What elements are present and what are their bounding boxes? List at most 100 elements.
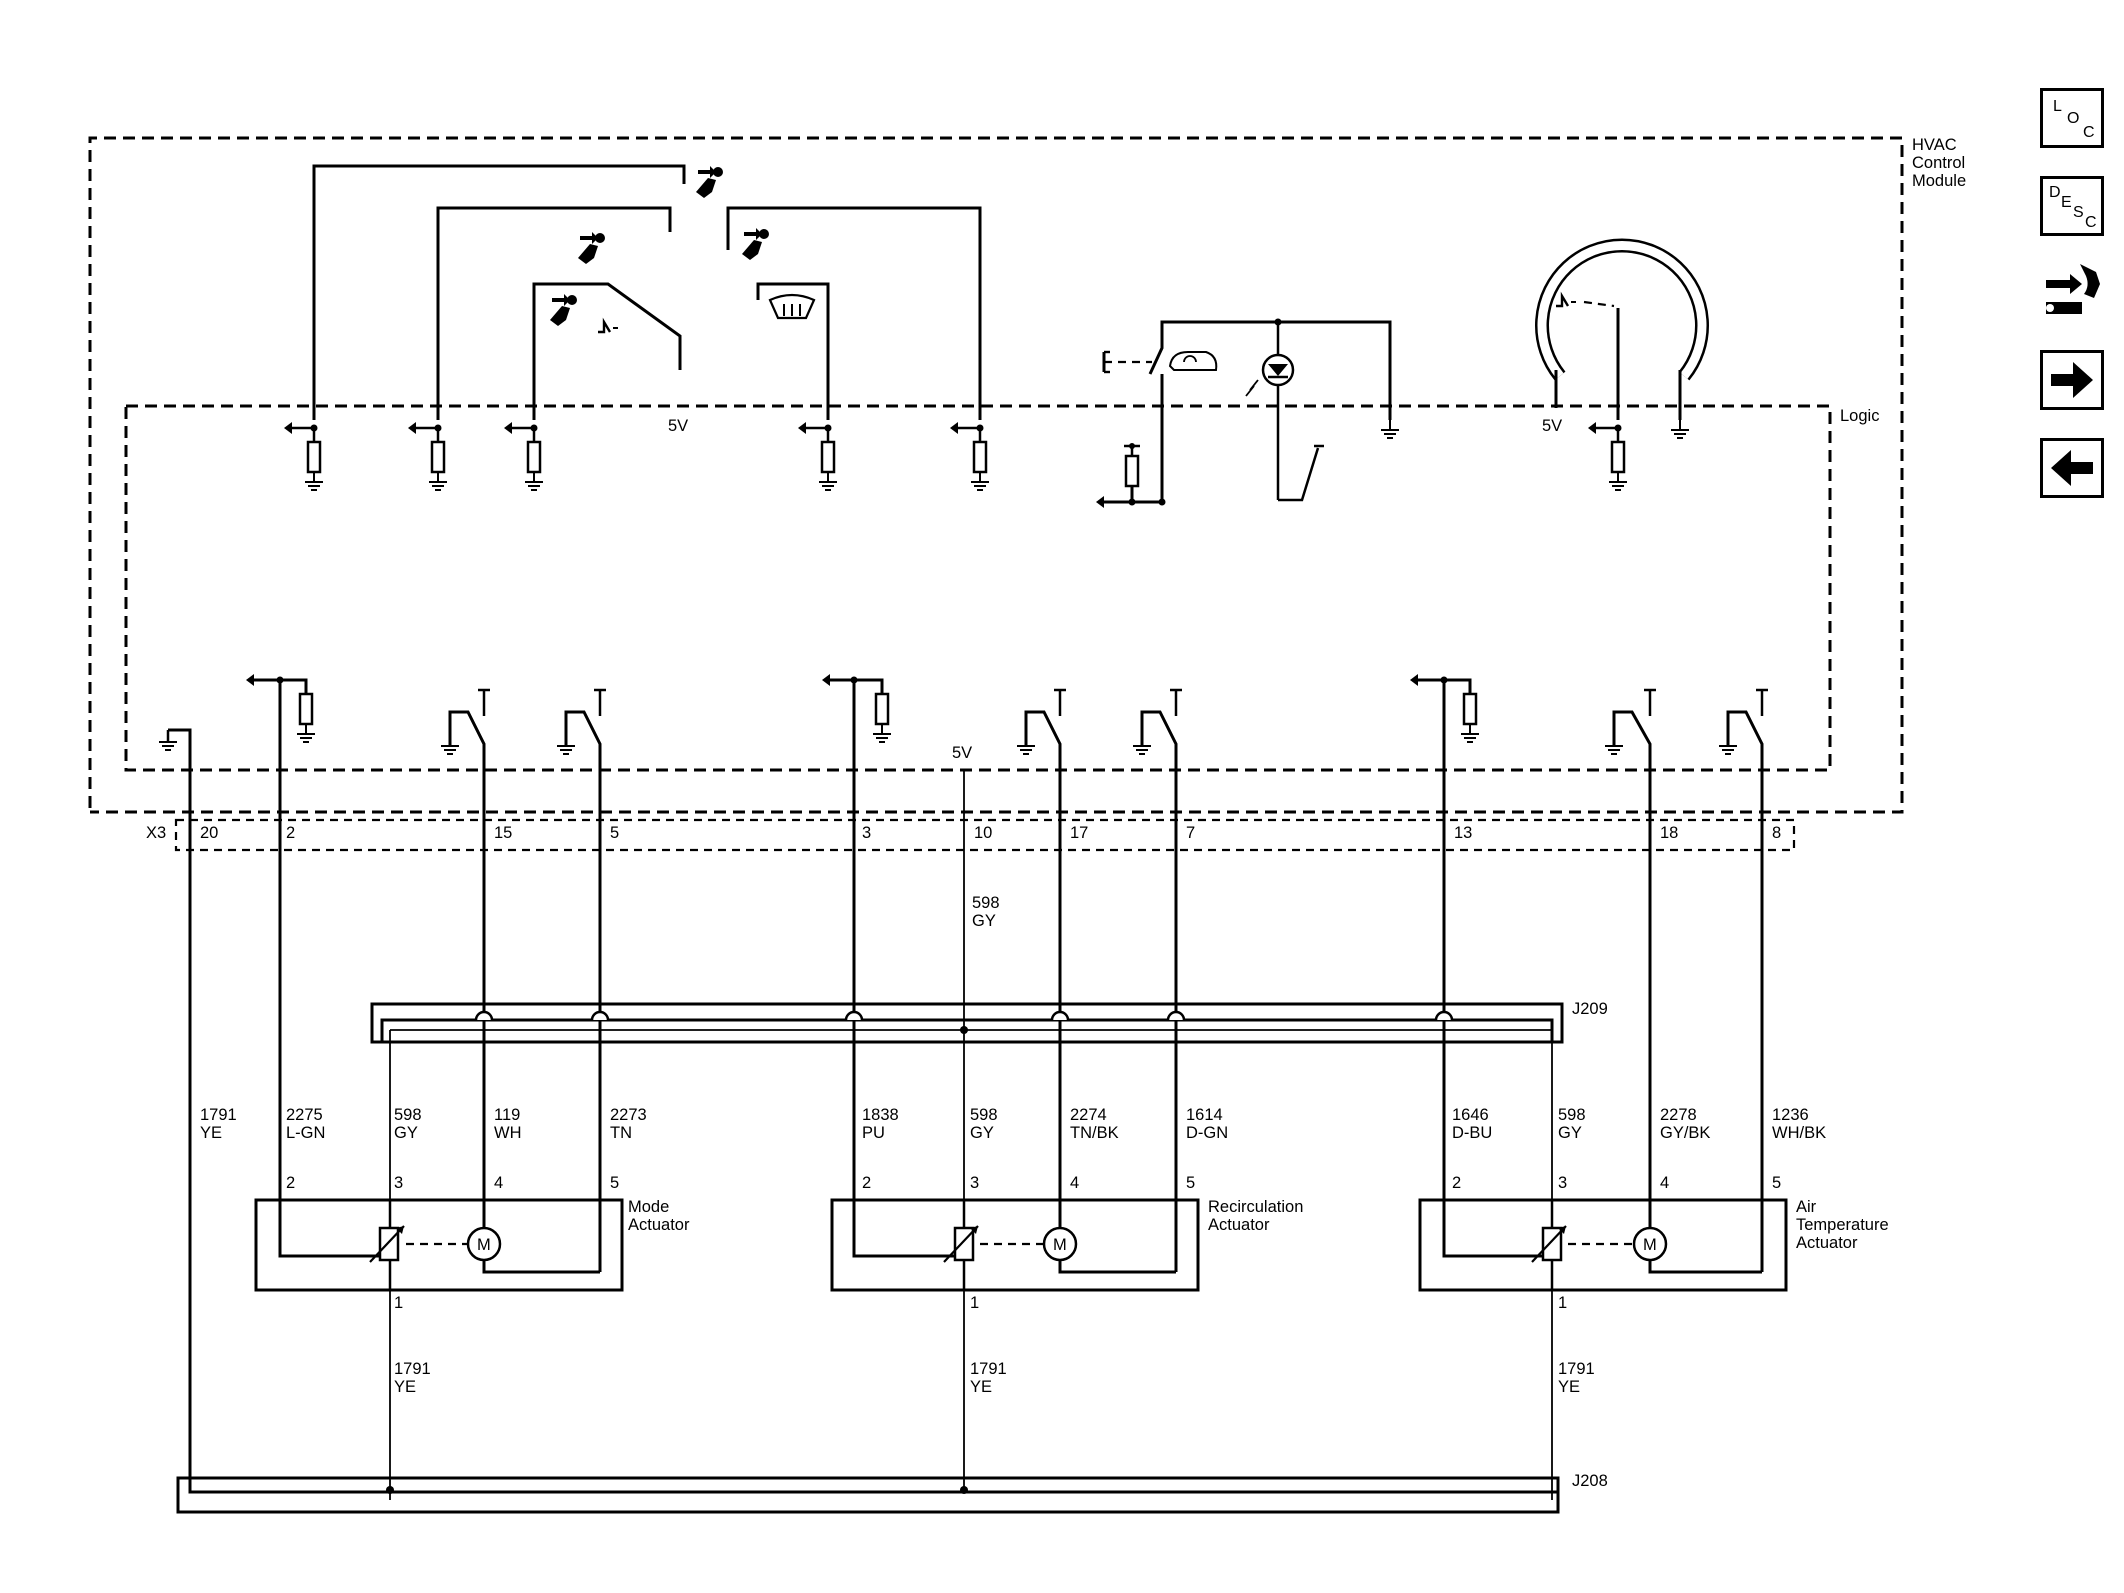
floor-seat-icon: [550, 294, 577, 326]
svg-text:1: 1: [394, 1294, 403, 1312]
svg-text:4: 4: [1660, 1174, 1669, 1192]
svg-text:5: 5: [1186, 1174, 1195, 1192]
svg-text:Actuator: Actuator: [1796, 1234, 1858, 1252]
svg-text:598: 598: [1558, 1106, 1586, 1124]
svg-text:3: 3: [394, 1174, 403, 1192]
svg-text:M: M: [1643, 1236, 1657, 1254]
svg-text:2275: 2275: [286, 1106, 323, 1124]
hvac-control-module-label: HVAC Control Module: [1912, 136, 1966, 190]
svg-text:TN/BK: TN/BK: [1070, 1124, 1119, 1142]
forward-arrow-icon[interactable]: [2040, 350, 2104, 410]
svg-text:119: 119: [494, 1106, 520, 1124]
top-5v-b: 5V: [1542, 417, 1562, 435]
svg-text:5: 5: [1772, 1174, 1781, 1192]
svg-text:1791: 1791: [394, 1360, 431, 1378]
svg-text:598: 598: [970, 1106, 998, 1124]
svg-text:2273: 2273: [610, 1106, 647, 1124]
svg-text:1: 1: [970, 1294, 979, 1312]
location-button[interactable]: L O C: [2040, 88, 2104, 148]
svg-text:4: 4: [1070, 1174, 1079, 1192]
svg-text:3: 3: [970, 1174, 979, 1192]
svg-text:D-GN: D-GN: [1186, 1124, 1228, 1142]
top-5v-a: 5V: [668, 417, 688, 435]
svg-text:GY/BK: GY/BK: [1660, 1124, 1710, 1142]
description-button[interactable]: D E S C: [2040, 176, 2104, 236]
svg-text:Temperature: Temperature: [1796, 1216, 1889, 1234]
svg-text:YE: YE: [200, 1124, 222, 1142]
svg-text:1646: 1646: [1452, 1106, 1489, 1124]
splice-j208: J208: [176, 1472, 1608, 1514]
svg-text:GY: GY: [970, 1124, 994, 1142]
svg-text:Mode: Mode: [628, 1198, 669, 1216]
recirculation-indicator-led: [1245, 318, 1324, 502]
svg-text:HVAC: HVAC: [1912, 136, 1957, 154]
svg-text:598: 598: [394, 1106, 422, 1124]
svg-text:M: M: [1053, 1236, 1067, 1254]
svg-text:2: 2: [862, 1174, 871, 1192]
svg-text:J209: J209: [1572, 1000, 1608, 1018]
svg-text:1236: 1236: [1772, 1106, 1809, 1124]
svg-text:1791: 1791: [200, 1106, 237, 1124]
svg-text:WH: WH: [494, 1124, 522, 1142]
motor-symbol: M: [477, 1236, 491, 1254]
pin-label: 3: [862, 824, 871, 842]
svg-text:L-GN: L-GN: [286, 1124, 325, 1142]
j209-crossings: [474, 1010, 1454, 1021]
vent-seat-icon-1: [696, 166, 723, 198]
component-view-icon[interactable]: [2040, 258, 2104, 324]
mid-5v: 5V: [952, 744, 972, 762]
air-temperature-actuator: 2 3 4 5 1 Air Temperature Actuator M 179…: [1418, 1174, 1889, 1396]
svg-text:Actuator: Actuator: [1208, 1216, 1270, 1234]
svg-text:2278: 2278: [1660, 1106, 1697, 1124]
svg-text:Recirculation: Recirculation: [1208, 1198, 1303, 1216]
svg-text:1838: 1838: [862, 1106, 899, 1124]
pin-label: 5: [610, 824, 619, 842]
pin-label: 20: [200, 824, 218, 842]
svg-text:Module: Module: [1912, 172, 1966, 190]
svg-text:GY: GY: [1558, 1124, 1582, 1142]
defrost-seat-icon: [742, 228, 769, 260]
svg-text:Air: Air: [1796, 1198, 1817, 1216]
pin-label: 7: [1186, 824, 1195, 842]
feed-wire-circuit: 598: [972, 894, 1000, 912]
back-arrow-icon[interactable]: [2040, 438, 2104, 498]
svg-text:5: 5: [610, 1174, 619, 1192]
svg-text:1614: 1614: [1186, 1106, 1223, 1124]
pin-label: 13: [1454, 824, 1472, 842]
logic-output-circuits: 5V: [158, 674, 1768, 1490]
svg-text:2: 2: [286, 1174, 295, 1192]
pin-label: 2: [286, 824, 295, 842]
svg-text:Actuator: Actuator: [628, 1216, 690, 1234]
mode-switch: 5V: [312, 164, 982, 435]
svg-text:YE: YE: [1558, 1378, 1580, 1396]
splice-j209: J209: [370, 1000, 1608, 1500]
panel-seat-icon: [578, 232, 605, 264]
svg-text:J208: J208: [1572, 1472, 1608, 1490]
svg-text:YE: YE: [970, 1378, 992, 1396]
pin-label: 18: [1660, 824, 1678, 842]
top-input-circuits: [284, 422, 990, 491]
svg-text:4: 4: [494, 1174, 503, 1192]
defrost-icon: [768, 293, 816, 320]
svg-text:WH/BK: WH/BK: [1772, 1124, 1826, 1142]
recirculation-actuator: 2 3 4 5 1 Recirculation Actuator M 1791 …: [830, 1174, 1303, 1396]
connector-x3: X3 20 2 15 5 3 10 17 7 13 18 8: [146, 818, 1796, 852]
feed-wire-color: GY: [972, 912, 996, 930]
mode-actuator: 2 3 4 5 1 Mode Actuator M 1791 YE: [254, 1174, 690, 1396]
pin-label: 15: [494, 824, 512, 842]
svg-text:1791: 1791: [970, 1360, 1007, 1378]
svg-text:1: 1: [1558, 1294, 1567, 1312]
temperature-control-knob: 5V: [1535, 238, 1709, 491]
pin-label: 8: [1772, 824, 1781, 842]
svg-text:TN: TN: [610, 1124, 632, 1142]
logic-label: Logic: [1840, 407, 1879, 425]
svg-text:Control: Control: [1912, 154, 1965, 172]
svg-text:D-BU: D-BU: [1452, 1124, 1492, 1142]
svg-text:1791: 1791: [1558, 1360, 1595, 1378]
svg-text:2274: 2274: [1070, 1106, 1107, 1124]
svg-text:PU: PU: [862, 1124, 885, 1142]
temp-sensor-icon-1: [596, 320, 620, 334]
recirculation-switch: [1096, 320, 1400, 508]
